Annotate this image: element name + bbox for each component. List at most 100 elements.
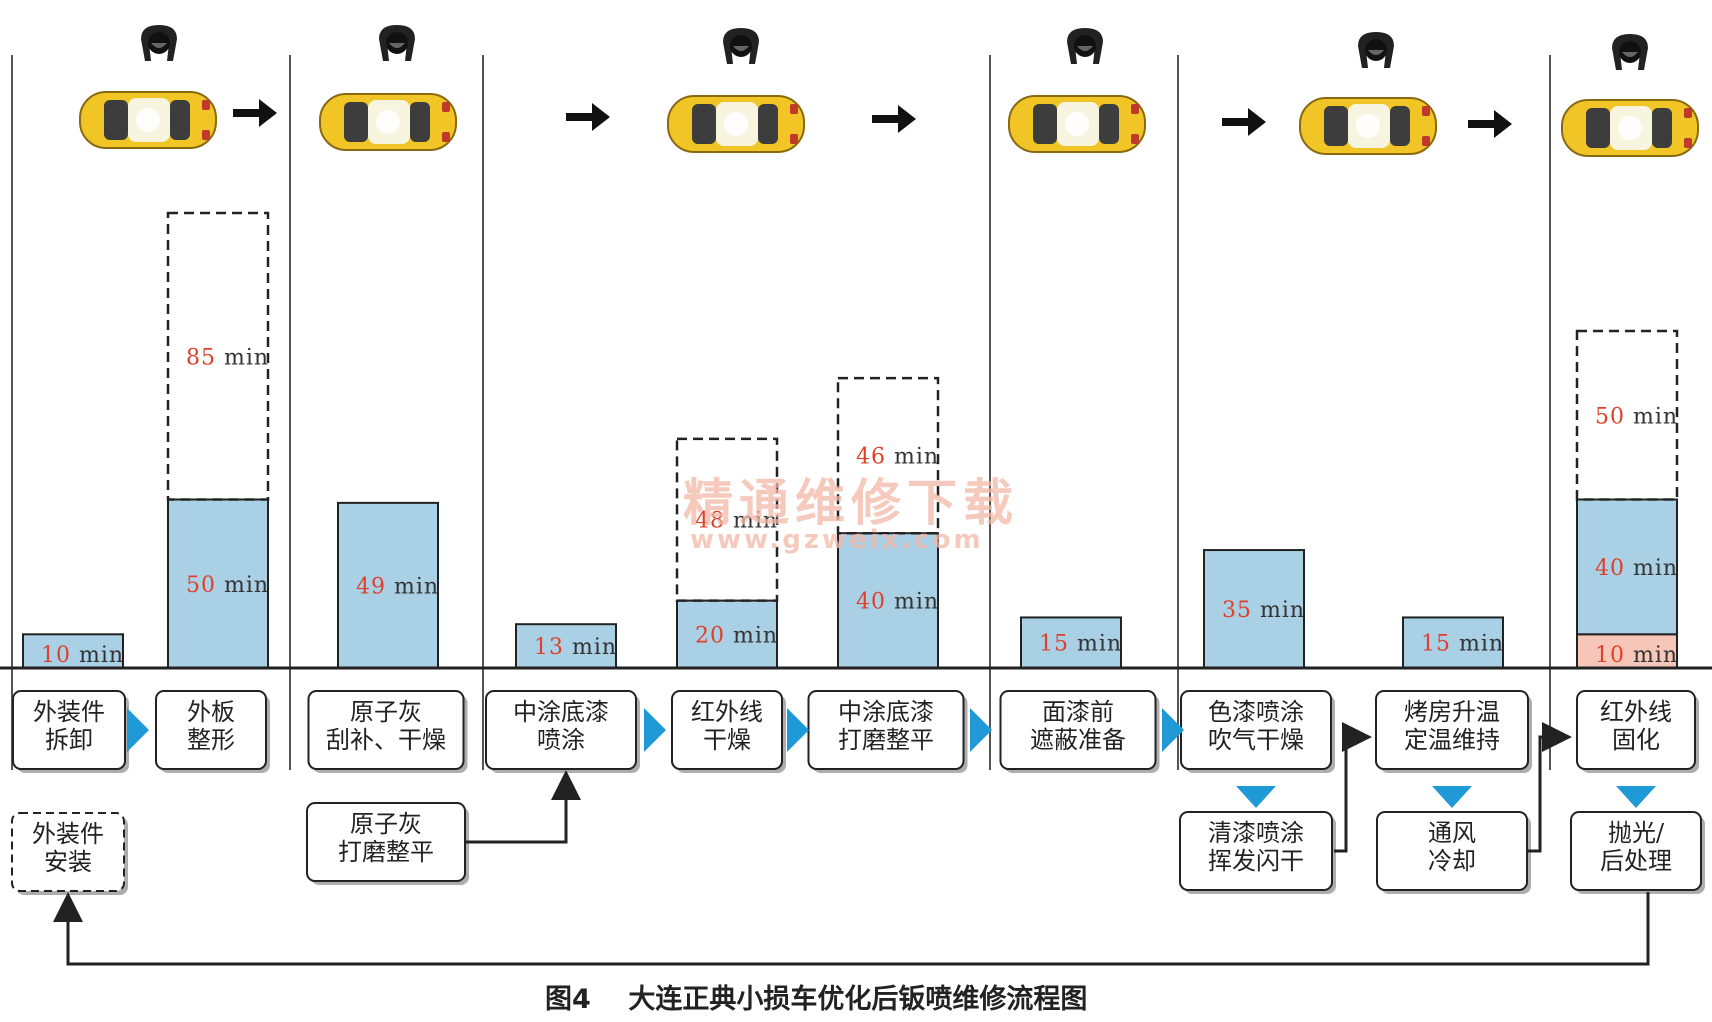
connectors [53, 722, 1650, 966]
step-label: 冷却 [1428, 847, 1476, 875]
solid-time-segment [1402, 616, 1504, 670]
blue-triangle-arrow-icon [787, 708, 809, 752]
step-label: 中涂底漆 [513, 698, 609, 726]
blue-triangle-arrow-icon [127, 708, 149, 752]
step-label: 拆卸 [45, 726, 93, 754]
connector-arrow [465, 770, 581, 844]
column-separators [11, 55, 1551, 770]
mechanic-icon [379, 25, 415, 61]
right-arrow-icon [1468, 110, 1512, 138]
step-label: 原子灰 [350, 810, 422, 838]
step-label: 面漆前 [1042, 698, 1114, 726]
step-label: 原子灰 [350, 698, 422, 726]
solid-time-segment [1203, 549, 1305, 669]
step-label: 红外线 [1600, 698, 1672, 726]
blue-triangle-arrow-icon [644, 708, 666, 752]
step-label: 外装件 [32, 820, 104, 848]
dashed-time-segment [1575, 329, 1679, 501]
blue-triangle-arrow-icon [1236, 786, 1276, 808]
blue-triangle-arrow-icon [1616, 786, 1656, 808]
watermark: 精通维修下载 www.gzweix.com [683, 474, 1019, 555]
step-label: 挥发闪干 [1208, 847, 1304, 875]
right-arrow-icon [566, 103, 610, 131]
step-label: 打磨整平 [338, 838, 434, 866]
step-label: 吹气干燥 [1208, 726, 1304, 754]
step-label: 中涂底漆 [838, 698, 934, 726]
solid-time-segment [515, 623, 617, 670]
step-label: 色漆喷涂 [1208, 698, 1304, 726]
right-arrow-icon [1222, 108, 1266, 136]
step-label: 喷涂 [537, 726, 585, 754]
mechanic-icon [723, 28, 759, 64]
connector-arrow [1334, 722, 1372, 853]
step-label: 刮补、干燥 [326, 726, 446, 754]
step-label: 定温维持 [1404, 726, 1500, 754]
right-arrow-icon [872, 105, 916, 133]
solid-time-segment [1576, 498, 1678, 636]
car-top-view-icon [1299, 97, 1437, 155]
step-label: 打磨整平 [838, 726, 934, 754]
figure-caption: 图4 大连正典小损车优化后钣喷维修流程图 [545, 983, 1087, 1015]
car-row [79, 25, 1699, 157]
car-top-view-icon [1561, 99, 1699, 157]
dashed-time-segment [166, 211, 270, 501]
mechanic-icon [1612, 34, 1648, 70]
car-top-view-icon [319, 93, 457, 151]
sub-step-box: 抛光/后处理 [1570, 811, 1705, 894]
step-label: 后处理 [1600, 847, 1672, 875]
car-top-view-icon [667, 95, 805, 153]
step-label: 固化 [1612, 726, 1660, 754]
blue-triangle-arrow-icon [1432, 786, 1472, 808]
solid-time-segment [167, 498, 269, 669]
car-top-view-icon [79, 91, 217, 149]
step-label: 清漆喷涂 [1208, 819, 1304, 847]
blue-triangle-arrow-icon [970, 708, 992, 752]
step-label: 外装件 [33, 698, 105, 726]
step-label: 遮蔽准备 [1030, 726, 1126, 754]
dashed-time-segment [836, 376, 940, 535]
watermark-title: 精通维修下载 [683, 474, 1019, 532]
mechanic-icon [1358, 32, 1394, 68]
car-top-view-icon [1008, 95, 1146, 153]
blue-triangle-arrow-icon [1162, 708, 1184, 752]
step-label: 烤房升温 [1404, 698, 1500, 726]
solid-time-segment [1020, 616, 1122, 670]
step-label: 通风 [1428, 819, 1476, 847]
step-label: 抛光/ [1608, 819, 1665, 847]
step-label: 干燥 [703, 726, 751, 754]
mechanic-icon [141, 25, 177, 61]
